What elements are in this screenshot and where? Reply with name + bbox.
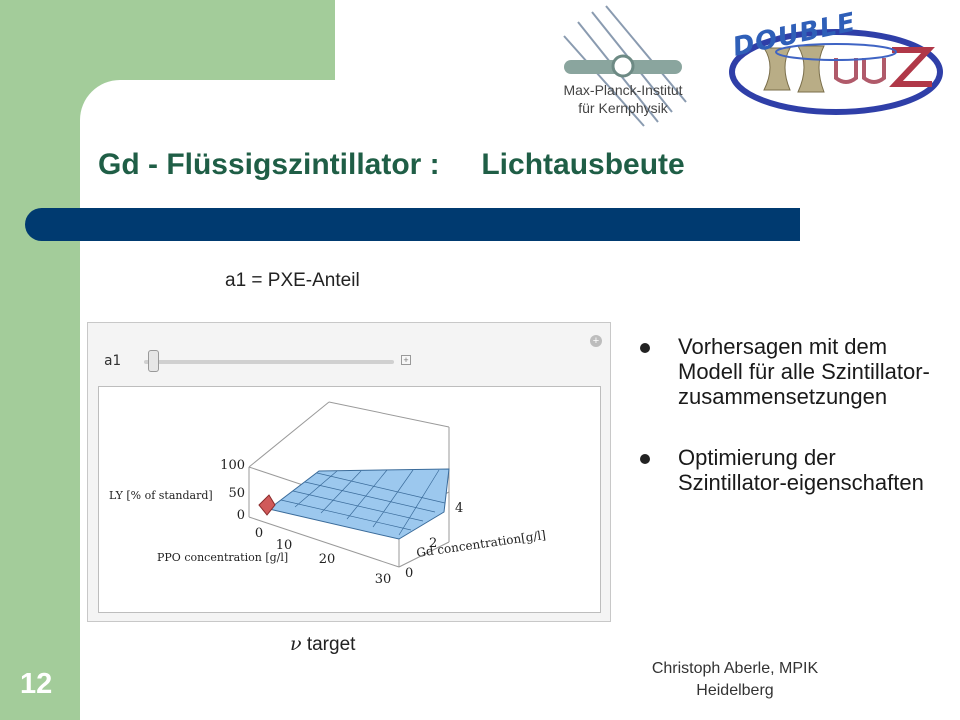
z-tick-label: 100 — [220, 458, 245, 473]
bullet-item: Vorhersagen mit dem Modell für alle Szin… — [640, 334, 940, 409]
nu-symbol: ν — [290, 633, 302, 655]
left-decor-band — [0, 0, 80, 720]
top-decor-band — [0, 0, 335, 80]
double-chooz-logo: DOUBLE — [724, 6, 944, 120]
x-axis-label: PPO concentration [g/l] — [157, 551, 288, 564]
z-tick-label: 0 — [237, 508, 245, 523]
slide-title: Gd - Flüssigszintillator : Lichtausbeute — [98, 148, 685, 181]
figure-caption-bottom-text: target — [301, 634, 356, 655]
x-tick-label: 30 — [375, 572, 392, 587]
mathematica-manipulate-panel: + a1 + — [87, 322, 611, 622]
mpik-logo-line1: Max-Planck-Institut — [563, 82, 683, 98]
bullet-list: Vorhersagen mit dem Modell für alle Szin… — [640, 334, 940, 531]
slider-expand-icon[interactable]: + — [401, 355, 411, 365]
y-tick-label: 2 — [429, 536, 437, 551]
x-tick-label: 20 — [319, 552, 336, 567]
figure-caption-bottom: ν target — [290, 633, 355, 656]
x-tick-label: 0 — [255, 526, 263, 541]
page-number: 12 — [20, 668, 53, 700]
a1-slider-thumb[interactable] — [148, 350, 159, 372]
footer-author: Christoph Aberle, MPIK Heidelberg — [651, 660, 819, 699]
z-axis-label: LY [% of standard] — [109, 489, 213, 502]
x-tick-label: 10 — [276, 538, 293, 553]
bullet-item: Optimierung der Szintillator-eigenschaft… — [640, 445, 940, 495]
corner-curve — [80, 80, 160, 160]
figure-caption-top: a1 = PXE-Anteil — [225, 270, 360, 291]
z-tick-label: 50 — [228, 486, 245, 501]
a1-slider-track[interactable] — [144, 360, 394, 364]
panel-expand-icon[interactable]: + — [590, 335, 602, 347]
slider-label: a1 — [104, 353, 121, 369]
y-tick-label: 0 — [405, 566, 413, 581]
title-underline-bar — [60, 208, 800, 241]
mpik-logo-line2: für Kernphysik — [578, 100, 668, 116]
y-tick-label: 4 — [455, 501, 463, 516]
surface-plot: LY [% of standard] PPO concentration [g/l… — [98, 386, 601, 613]
mpik-logo: Max-Planck-Institut für Kernphysik — [548, 2, 698, 128]
